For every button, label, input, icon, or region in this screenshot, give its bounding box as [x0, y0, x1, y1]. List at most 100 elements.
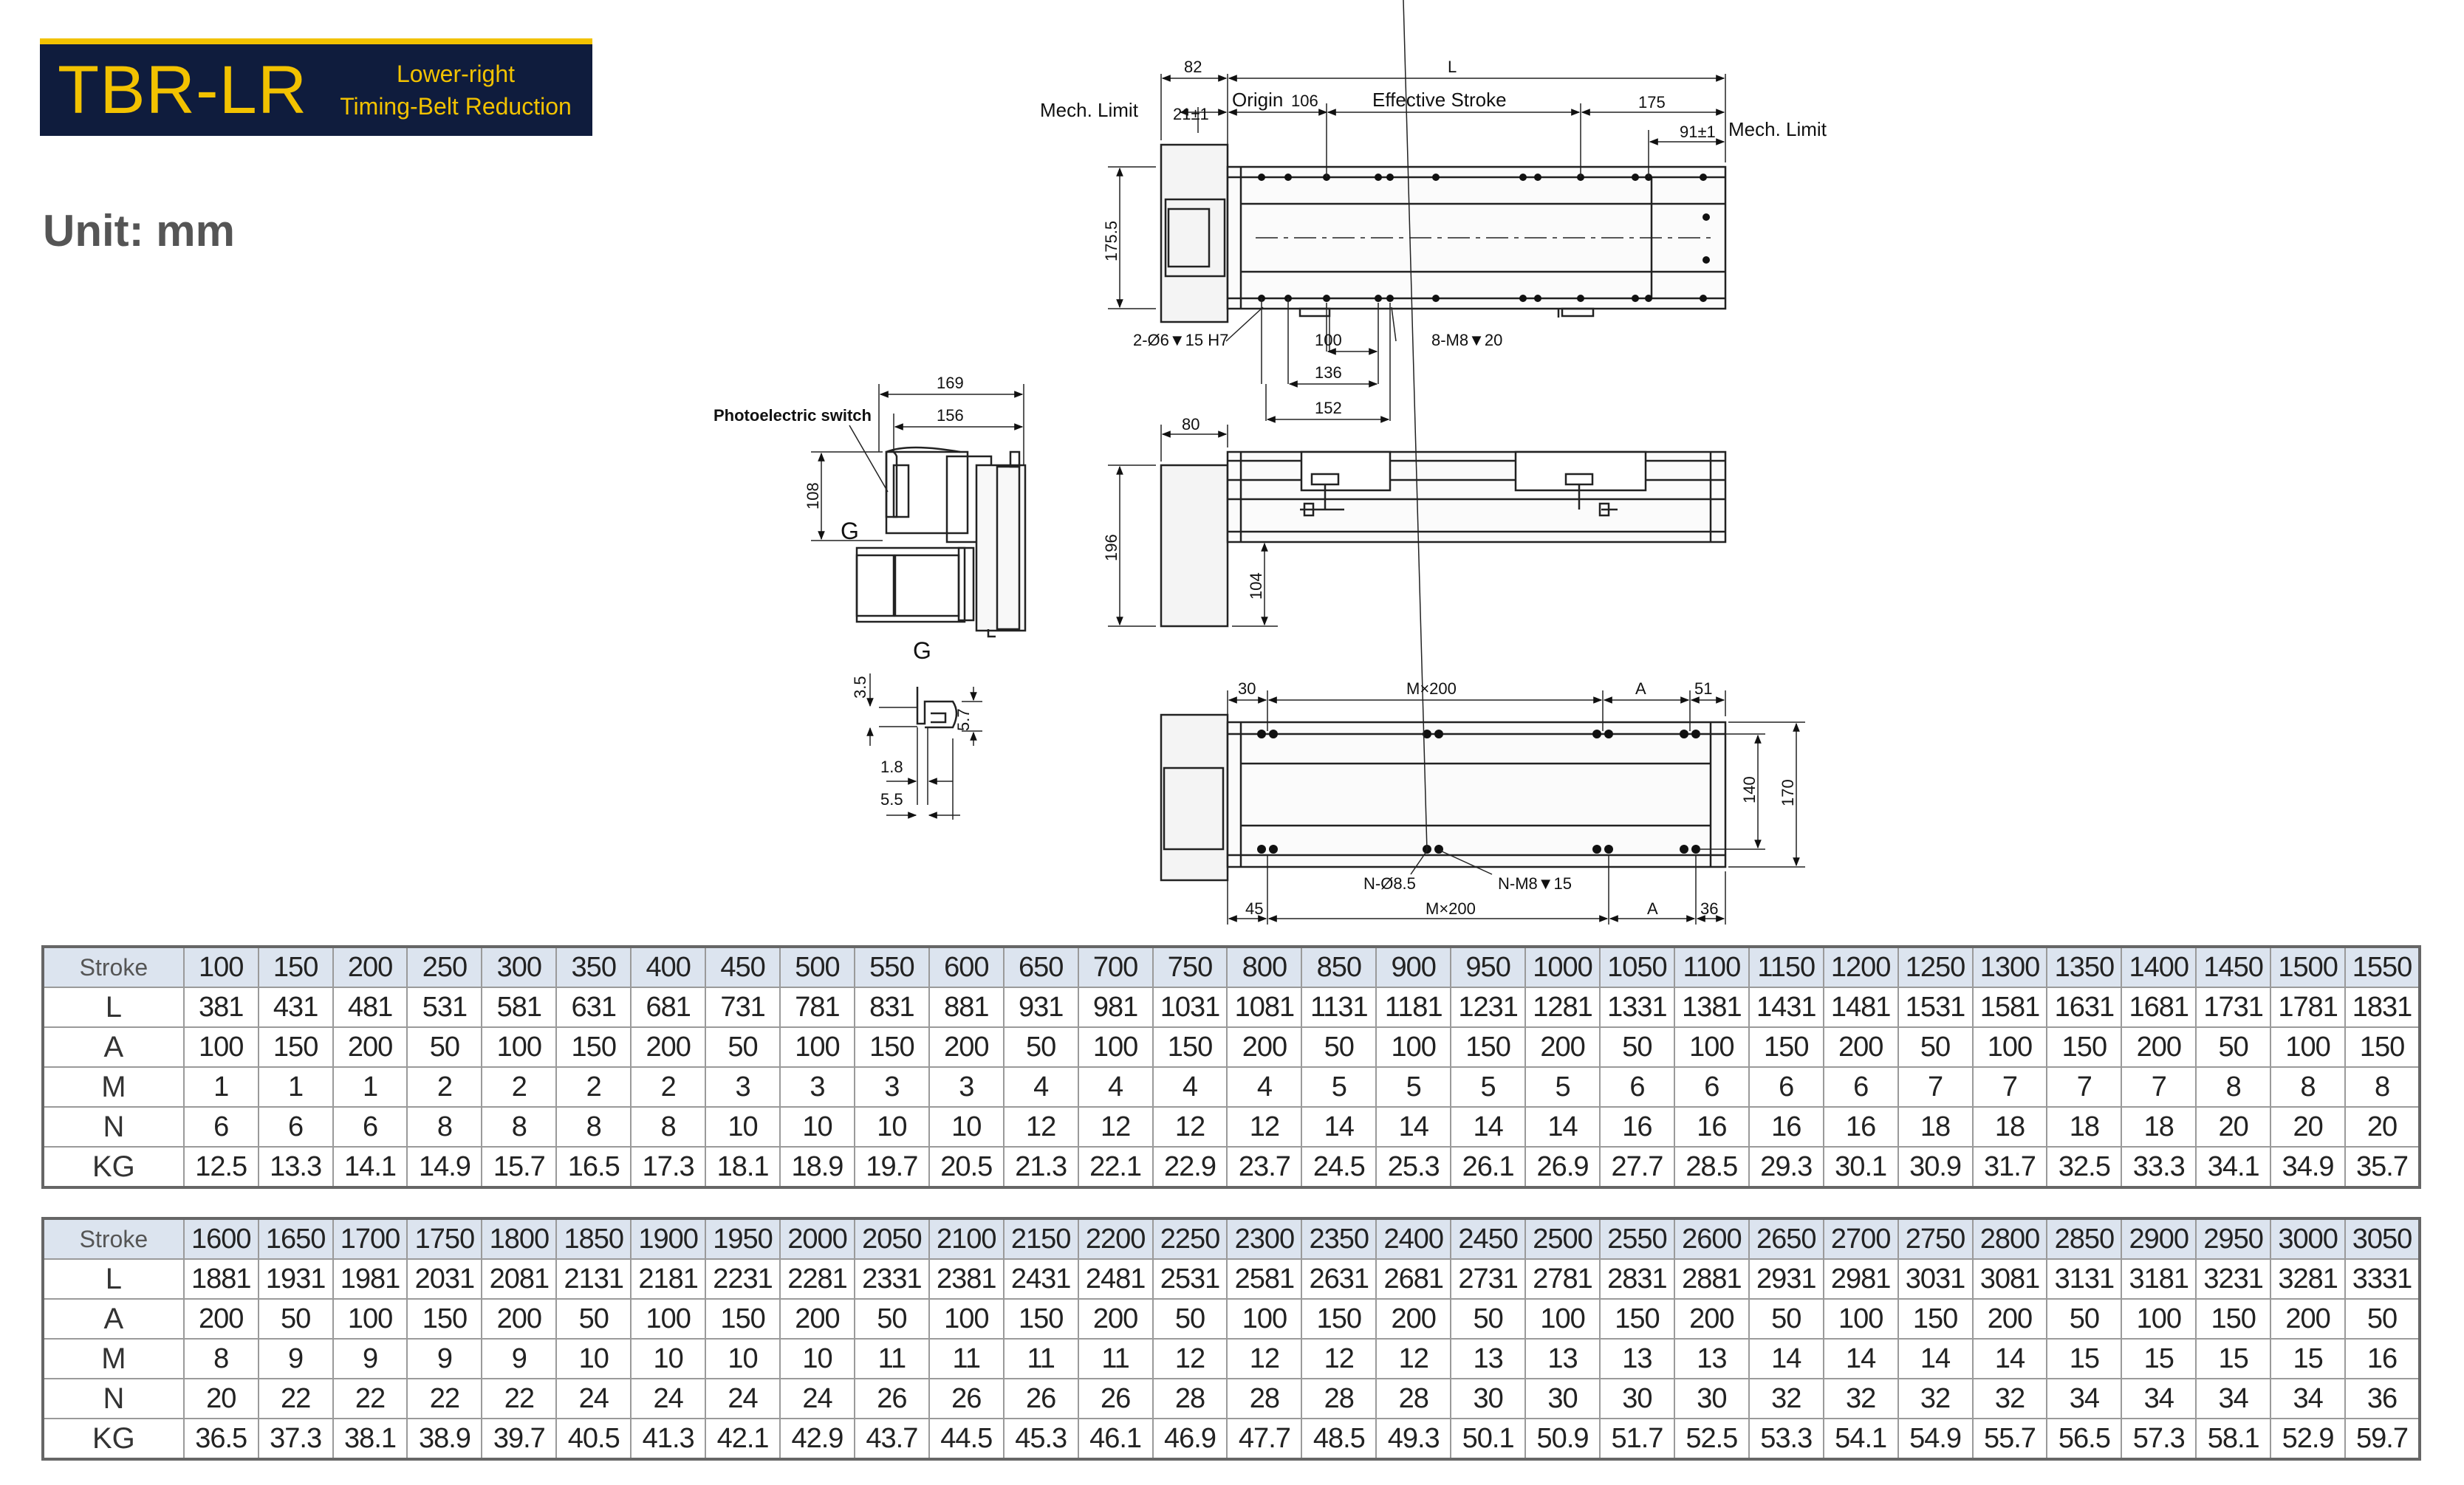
spec-cell: 200	[1077, 1298, 1154, 1340]
spec-cell: 20	[2195, 1106, 2272, 1148]
spec-cell: 200	[332, 946, 408, 988]
spec-cell: 2081	[481, 1258, 558, 1300]
spec-cell: 32	[1897, 1378, 1974, 1419]
label-g-view: G	[913, 637, 931, 664]
spec-cell: 1000	[1524, 946, 1601, 988]
spec-cell: 10	[779, 1106, 855, 1148]
spec-cell: 2250	[1151, 1218, 1228, 1260]
spec-cell: 21.3	[1002, 1146, 1079, 1188]
spec-cell: 16	[1748, 1106, 1824, 1148]
spec-cell: 2900	[2121, 1218, 2197, 1260]
dim-mx200-bottom-label: M×200	[1426, 899, 1476, 918]
spec-cell: 1200	[1822, 946, 1899, 988]
spec-cell: 350	[555, 946, 632, 988]
spec-cell: 18	[1897, 1106, 1974, 1148]
spec-cell: 3331	[2344, 1258, 2420, 1300]
spec-cell: 34	[2046, 1378, 2123, 1419]
spec-cell: 6	[257, 1106, 334, 1148]
spec-cell: 2650	[1748, 1218, 1824, 1260]
spec-cell: 11	[928, 1338, 1005, 1379]
spec-cell: 100	[630, 1298, 707, 1340]
row-label: A	[42, 1298, 185, 1340]
spec-cell: 12	[1226, 1106, 1303, 1148]
spec-cell: 7	[1897, 1066, 1974, 1108]
spec-cell: 34	[2195, 1378, 2272, 1419]
spec-cell: 450	[705, 946, 781, 988]
spec-cell: 46.1	[1077, 1418, 1154, 1460]
spec-cell: 11	[1077, 1338, 1154, 1379]
spec-cell: 3	[779, 1066, 855, 1108]
spec-cell: 13	[1450, 1338, 1527, 1379]
spec-cell: 200	[1524, 1026, 1601, 1068]
spec-cell: 26.1	[1450, 1146, 1527, 1188]
spec-cell: 10	[555, 1338, 632, 1379]
spec-cell: 14	[1822, 1338, 1899, 1379]
spec-cell: 2581	[1226, 1258, 1303, 1300]
spec-cell: 46.9	[1151, 1418, 1228, 1460]
spec-cell: 2750	[1897, 1218, 1974, 1260]
spec-cell: 50	[555, 1298, 632, 1340]
spec-cell: 50.9	[1524, 1418, 1601, 1460]
spec-cell: 150	[257, 946, 334, 988]
spec-cell: 30	[1598, 1378, 1675, 1419]
spec-cell: 26	[1002, 1378, 1079, 1419]
technical-drawing: 82 L Mech. Limit 21±1 Origin 106 Effecti…	[713, 0, 1827, 925]
spec-cell: 22	[481, 1378, 558, 1419]
spec-cell: 15	[2121, 1338, 2197, 1379]
dim-91-label: 91±1	[1680, 123, 1716, 141]
spec-cell: 881	[928, 987, 1005, 1028]
spec-cell: 15	[2046, 1338, 2123, 1379]
spec-cell: 20.5	[928, 1146, 1005, 1188]
spec-cell: 41.3	[630, 1418, 707, 1460]
spec-cell: 200	[2270, 1298, 2347, 1340]
spec-cell: 14	[1375, 1106, 1452, 1148]
spec-cell: 2	[555, 1066, 632, 1108]
spec-cell: 42.9	[779, 1418, 855, 1460]
spec-cell: 30	[1450, 1378, 1527, 1419]
row-label: M	[42, 1066, 185, 1108]
dim-L-label: L	[1448, 58, 1457, 76]
row-label: KG	[42, 1418, 185, 1460]
spec-cell: 2131	[555, 1258, 632, 1300]
spec-cell: 50	[1002, 1026, 1079, 1068]
spec-cell: 12	[1151, 1338, 1228, 1379]
spec-cell: 1081	[1226, 987, 1303, 1028]
spec-cell: 8	[182, 1338, 259, 1379]
spec-cell: 10	[853, 1106, 930, 1148]
dim-51-label: 51	[1694, 679, 1712, 698]
spec-cell: 5	[1450, 1066, 1527, 1108]
spec-cell: 36	[2344, 1378, 2420, 1419]
spec-cell: 2281	[779, 1258, 855, 1300]
spec-cell: 2050	[853, 1218, 930, 1260]
spec-cell: 50	[853, 1298, 930, 1340]
spec-cell: 26	[853, 1378, 930, 1419]
spec-cell: 33.3	[2121, 1146, 2197, 1188]
spec-cell: 1531	[1897, 987, 1974, 1028]
spec-cell: 3231	[2195, 1258, 2272, 1300]
spec-cell: 100	[1524, 1298, 1601, 1340]
spec-cell: 18.9	[779, 1146, 855, 1188]
spec-cell: 16	[1598, 1106, 1675, 1148]
spec-cell: 30.1	[1822, 1146, 1899, 1188]
bottom-view	[1160, 0, 1805, 925]
spec-cell: 19.7	[853, 1146, 930, 1188]
spec-cell: 16	[1822, 1106, 1899, 1148]
spec-cell: 52.9	[2270, 1418, 2347, 1460]
spec-cell: 550	[853, 946, 930, 988]
spec-cell: 200	[1375, 1298, 1452, 1340]
spec-cell: 200	[1822, 1026, 1899, 1068]
spec-cell: 18	[2046, 1106, 2123, 1148]
spec-cell: 1931	[257, 1258, 334, 1300]
spec-cell: 14	[1450, 1106, 1527, 1148]
spec-cell: 55.7	[1971, 1418, 2048, 1460]
spec-cell: 1	[332, 1066, 408, 1108]
spec-cell: 16	[2344, 1338, 2420, 1379]
spec-cell: 2200	[1077, 1218, 1154, 1260]
spec-cell: 2631	[1301, 1258, 1378, 1300]
spec-cell: 57.3	[2121, 1418, 2197, 1460]
